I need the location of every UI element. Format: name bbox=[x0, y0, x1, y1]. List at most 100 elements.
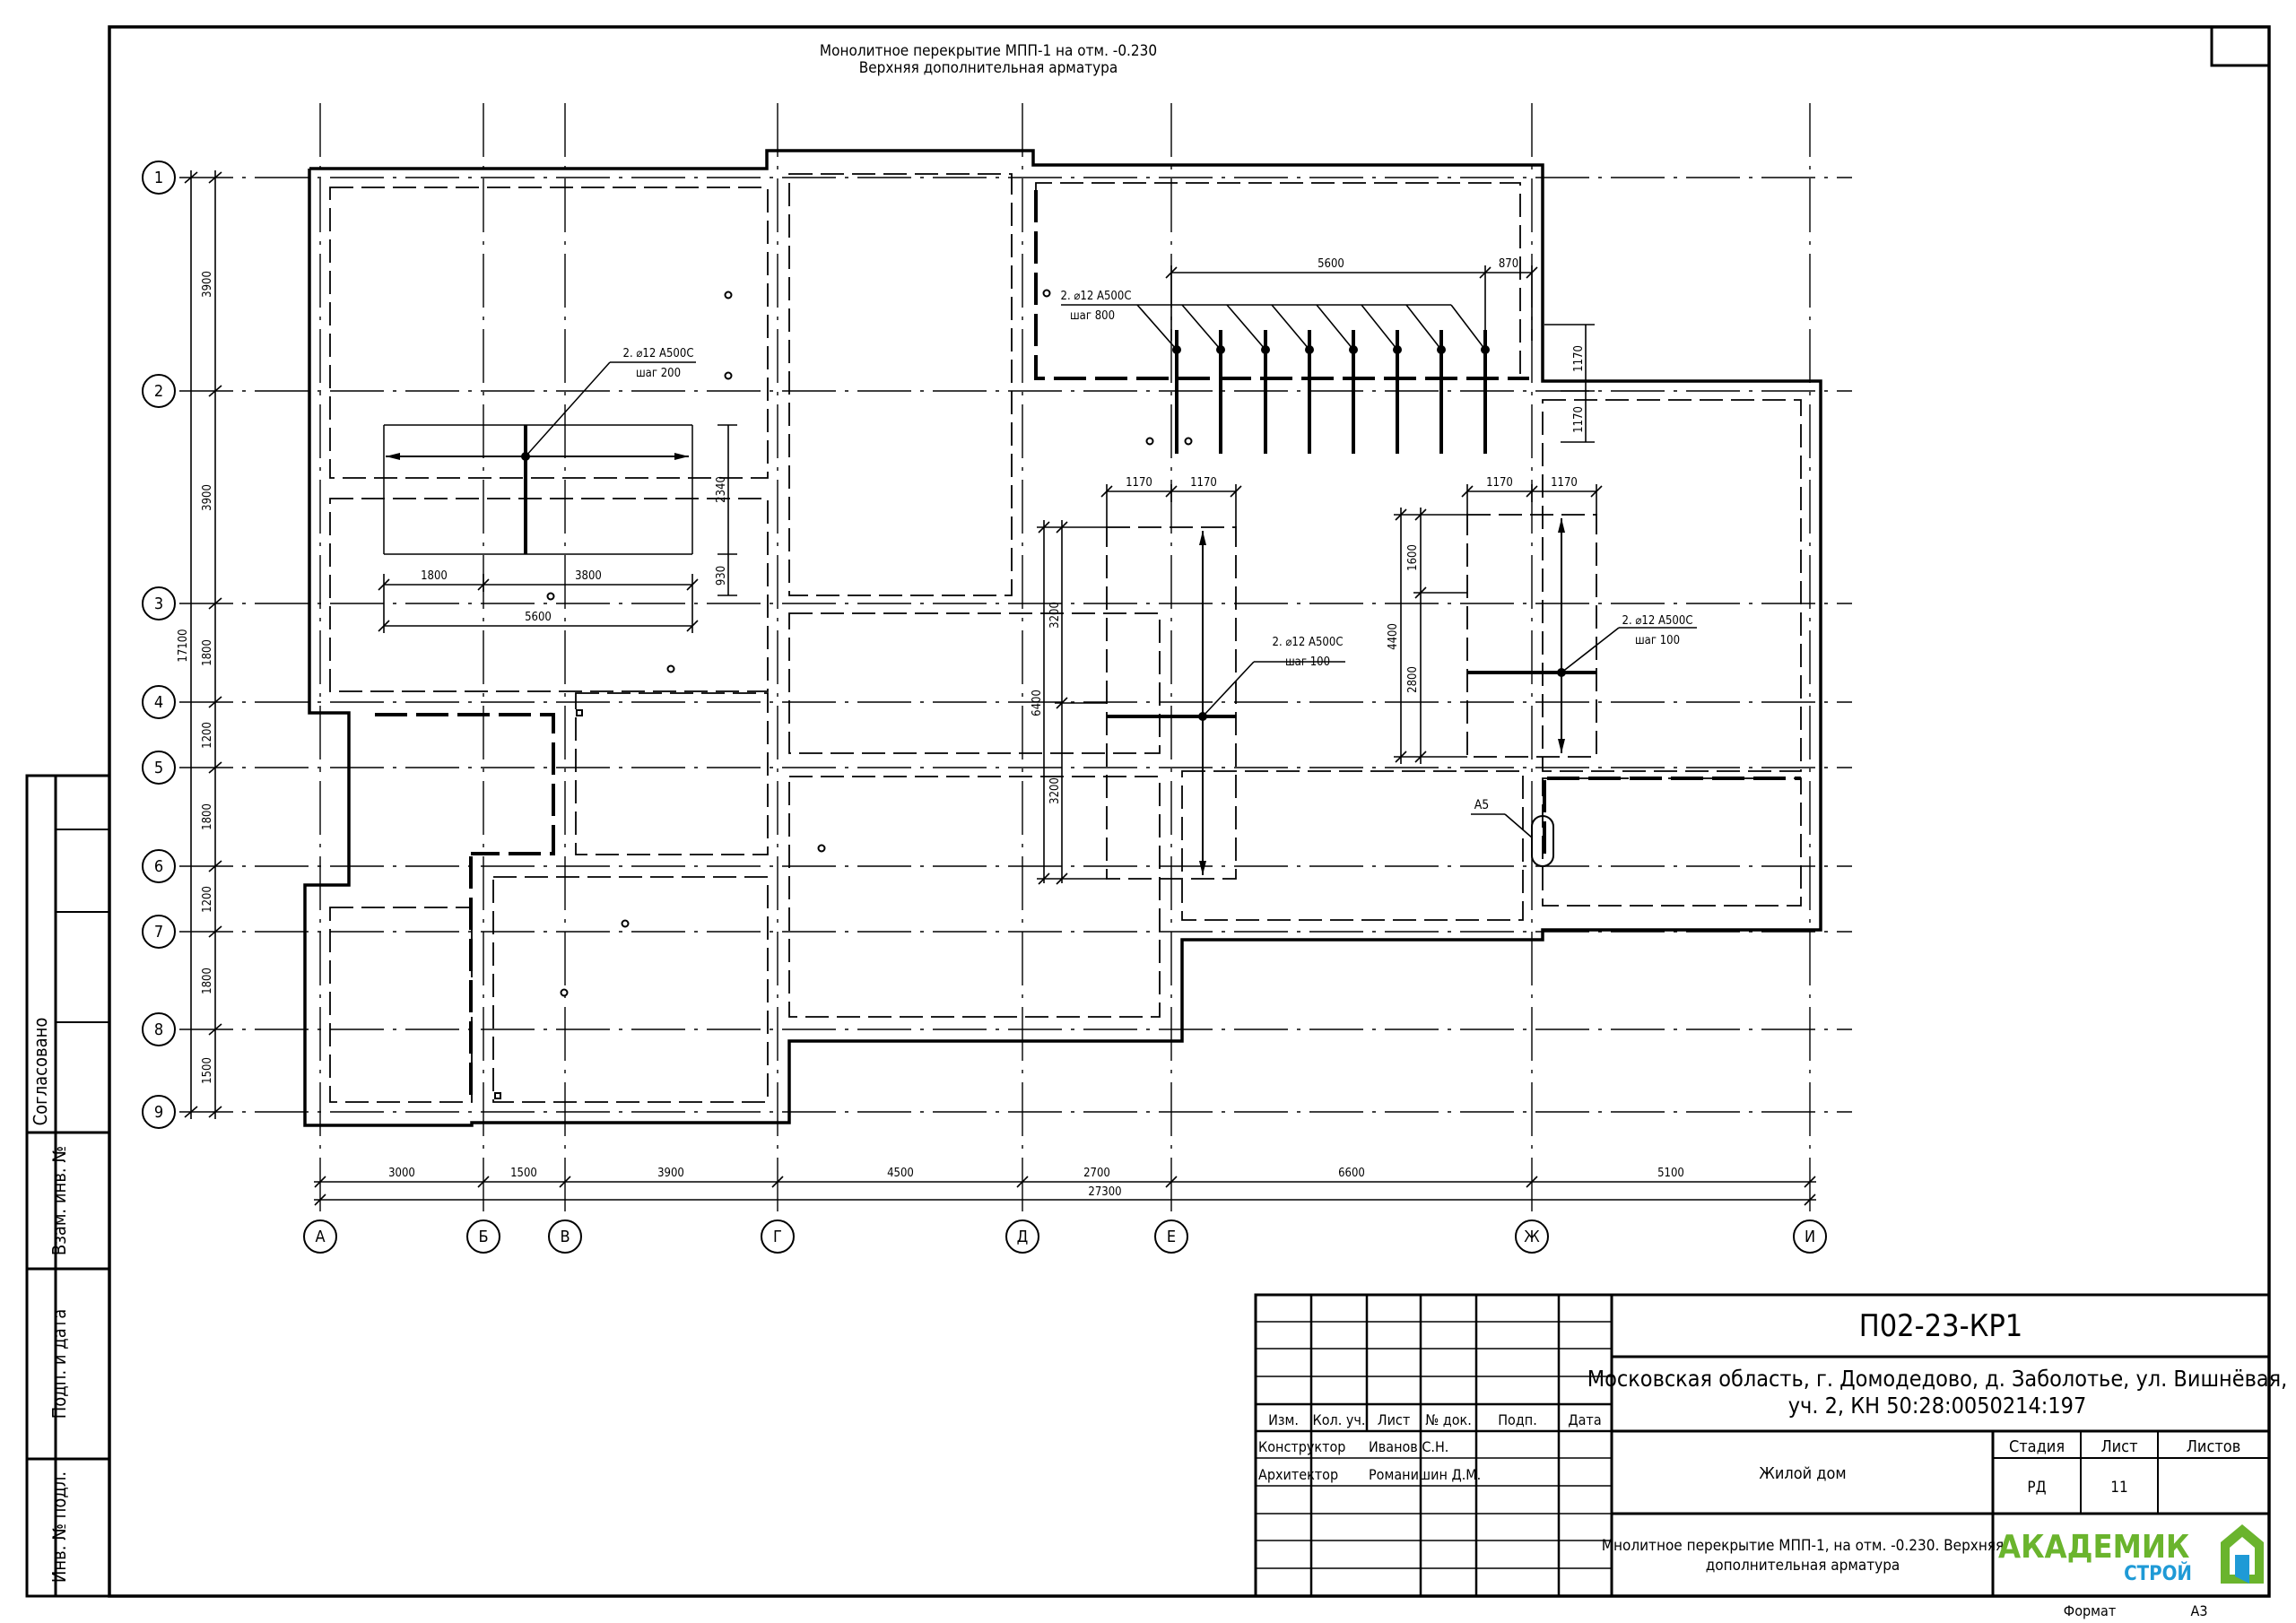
dims-left: 17100 3900 3900 1800 1200 1800 1200 1800… bbox=[177, 170, 222, 1119]
dim-bottom-3: 3900 bbox=[657, 1167, 684, 1180]
dim-z1-3800: 3800 bbox=[575, 569, 602, 583]
dim-z3-3200a: 3200 bbox=[1048, 602, 1062, 629]
callout-a5-label: А5 bbox=[1474, 798, 1490, 812]
dims-bottom: 3000 1500 3900 4500 2700 6600 5100 27300 bbox=[314, 1167, 1816, 1206]
title-sheet-title-line2: дополнительная арматура bbox=[1706, 1557, 1900, 1575]
axis-row-9-label: 9 bbox=[154, 1103, 163, 1122]
axis-row-5-label: 5 bbox=[154, 759, 163, 777]
dim-z2-1170a: 1170 bbox=[1572, 345, 1586, 372]
title-role-2: Архитектор bbox=[1258, 1466, 1338, 1483]
axis-row-4-label: 4 bbox=[154, 693, 163, 712]
callout-1-line2: шаг 200 bbox=[636, 367, 681, 380]
dim-bottom-5: 2700 bbox=[1083, 1167, 1110, 1180]
format-label: Формат bbox=[2064, 1602, 2116, 1619]
title-stage-label: Стадия bbox=[2009, 1437, 2065, 1456]
axis-bubble-col-D: Д bbox=[1005, 1219, 1039, 1254]
drawing-title-line1: Монолитное перекрытие МПП-1 на отм. -0.2… bbox=[820, 42, 1157, 60]
grid-axes bbox=[179, 103, 1852, 1215]
dim-z1-5600: 5600 bbox=[525, 611, 552, 624]
callout-2-line1: 2. ⌀12 А500С bbox=[1061, 290, 1132, 303]
callout-4-line1: 2. ⌀12 А500С bbox=[1622, 614, 1693, 628]
axis-col-B-label: Б bbox=[478, 1228, 488, 1246]
title-header-izm: Изм. bbox=[1268, 1411, 1299, 1428]
rebar-zone-2: 5600 870 bbox=[1061, 257, 1595, 454]
axis-row-3-label: 3 bbox=[154, 595, 163, 613]
axis-row-2-label: 2 bbox=[154, 382, 163, 401]
axis-bubble-row-1: 1 bbox=[142, 161, 176, 195]
rebar-bars-2 bbox=[1061, 304, 1490, 454]
title-role-1: Конструктор bbox=[1258, 1438, 1345, 1455]
title-address-line2: уч. 2, КН 50:28:0050214:197 bbox=[1788, 1393, 2087, 1419]
dim-bottom-total: 27300 bbox=[1088, 1185, 1121, 1199]
axis-bubble-col-V: В bbox=[548, 1219, 582, 1254]
dim-bottom-6: 6600 bbox=[1338, 1167, 1365, 1180]
dim-z4-4400: 4400 bbox=[1387, 623, 1400, 650]
company-logo: АКАДЕМИК СТРОЙ bbox=[1998, 1524, 2264, 1585]
axis-col-E-label: Е bbox=[1167, 1228, 1176, 1246]
axis-row-6-label: 6 bbox=[154, 857, 163, 876]
dim-z1-2340: 2340 bbox=[715, 476, 728, 503]
title-name-1: Иванов С.Н. bbox=[1369, 1438, 1448, 1455]
drawing-title-line2: Верхняя дополнительная арматура bbox=[859, 59, 1118, 77]
title-header-sign: Подп. bbox=[1498, 1411, 1537, 1428]
dim-left-3: 1800 bbox=[201, 639, 214, 666]
sheet-frame bbox=[108, 25, 2271, 1598]
dim-z1-1800: 1800 bbox=[421, 569, 448, 583]
side-stamp-sign-date: Подп. и дата bbox=[48, 1309, 70, 1419]
title-sheet: 11 bbox=[2110, 1479, 2127, 1497]
axis-bubble-row-8: 8 bbox=[142, 1012, 176, 1046]
dim-z2-5600: 5600 bbox=[1318, 257, 1344, 271]
dim-left-4: 1200 bbox=[201, 722, 214, 749]
axis-bubble-col-B: Б bbox=[466, 1219, 500, 1254]
axis-col-V-label: В bbox=[560, 1228, 570, 1246]
dim-left-5: 1800 bbox=[201, 803, 214, 830]
dim-z4-1170b: 1170 bbox=[1551, 476, 1578, 490]
axis-bubble-row-5: 5 bbox=[142, 751, 176, 785]
dim-z4-2800: 2800 bbox=[1406, 666, 1420, 693]
dim-z4-1170a: 1170 bbox=[1486, 476, 1513, 490]
axis-bubble-col-A: А bbox=[303, 1219, 337, 1254]
dim-left-total: 17100 bbox=[177, 629, 190, 662]
title-block: Изм. Кол. уч. Лист № док. Подп. Дата Кон… bbox=[1254, 1293, 2288, 1598]
logo-house-icon bbox=[2221, 1524, 2264, 1584]
title-object: Жилой дом bbox=[1759, 1464, 1846, 1483]
dim-bottom-2: 1500 bbox=[510, 1167, 537, 1180]
axis-bubble-col-I: И bbox=[1793, 1219, 1827, 1254]
title-name-2: Романишин Д.М. bbox=[1369, 1466, 1481, 1483]
dim-z1-930: 930 bbox=[715, 566, 728, 586]
axis-bubble-row-2: 2 bbox=[142, 374, 176, 408]
dim-z3-1170b: 1170 bbox=[1190, 476, 1217, 490]
axis-row-7-label: 7 bbox=[154, 923, 163, 942]
dim-z3-1170a: 1170 bbox=[1126, 476, 1152, 490]
side-stamp: Согласовано Взам. инв. № Подп. и дата Ин… bbox=[25, 774, 111, 1598]
callout-a5: А5 bbox=[1471, 798, 1554, 867]
holes bbox=[546, 289, 1193, 997]
dims-left-ticks bbox=[184, 171, 222, 1118]
axis-bubble-col-E: Е bbox=[1154, 1219, 1188, 1254]
dim-z2-1170b: 1170 bbox=[1572, 406, 1586, 433]
rebar-zone-4: 1170 1170 2. ⌀12 А500С шаг 100 4400 1600… bbox=[1387, 476, 1697, 764]
title-project-code: П02-23-КР1 bbox=[1859, 1308, 2023, 1344]
title-header-list: Лист bbox=[1378, 1411, 1410, 1428]
axis-bubble-col-Zh: Ж bbox=[1515, 1219, 1549, 1254]
title-address-line1: Московская область, г. Домодедово, д. За… bbox=[1587, 1366, 2288, 1392]
dim-bottom-1: 3000 bbox=[388, 1167, 415, 1180]
axis-col-Zh-label: Ж bbox=[1524, 1228, 1540, 1246]
callout-2-line2: шаг 800 bbox=[1070, 309, 1115, 323]
dim-left-8: 1500 bbox=[201, 1057, 214, 1084]
dim-left-2: 3900 bbox=[201, 484, 214, 511]
axis-bubble-row-3: 3 bbox=[142, 586, 176, 621]
dim-left-7: 1800 bbox=[201, 968, 214, 994]
rebar-zone-3: 1170 1170 2. ⌀12 А500С шаг 100 6400 3200… bbox=[1031, 476, 1345, 885]
side-stamp-orig-inv: Инв. № подл. bbox=[48, 1471, 70, 1583]
format-value: А3 bbox=[2191, 1602, 2208, 1619]
dim-left-1: 3900 bbox=[201, 271, 214, 298]
drawing-title: Монолитное перекрытие МПП-1 на отм. -0.2… bbox=[820, 42, 1157, 77]
title-sheet-title-line1: Мнолитное перекрытие МПП-1, на отм. -0.2… bbox=[1602, 1537, 2004, 1555]
logo-main-text: АКАДЕМИК bbox=[1998, 1529, 2190, 1566]
axis-bubble-col-G: Г bbox=[761, 1219, 795, 1254]
callout-3-line1: 2. ⌀12 А500С bbox=[1273, 636, 1344, 649]
callout-3-line2: шаг 100 bbox=[1285, 655, 1330, 669]
logo-sub-text: СТРОЙ bbox=[2124, 1562, 2192, 1585]
